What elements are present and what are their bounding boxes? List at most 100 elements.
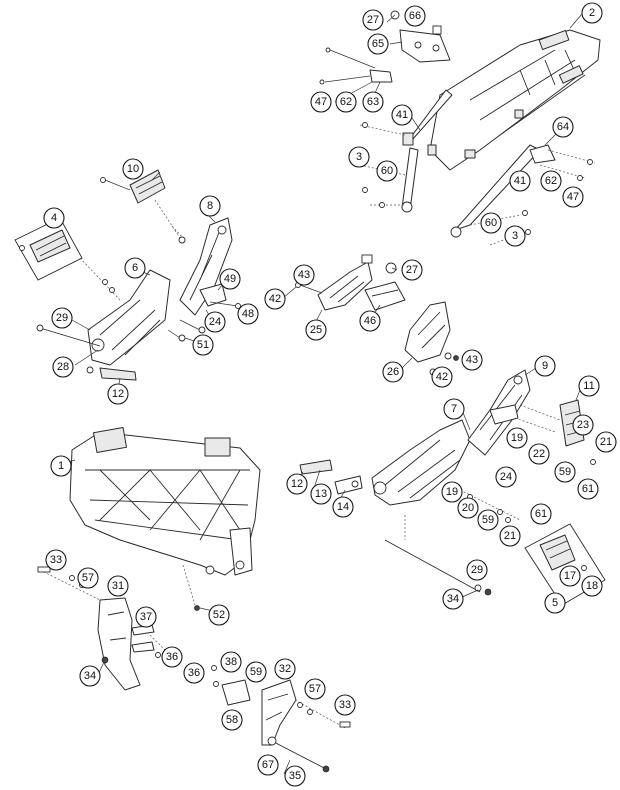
callout-33b[interactable]: 33	[334, 694, 356, 716]
callout-12a[interactable]: 12	[107, 383, 129, 405]
callout-29b[interactable]: 29	[466, 559, 488, 581]
callout-52[interactable]: 52	[208, 604, 230, 626]
callout-41a[interactable]: 41	[391, 104, 413, 126]
svg-text:33: 33	[50, 554, 62, 566]
callout-38[interactable]: 38	[220, 651, 242, 673]
callout-4[interactable]: 4	[43, 207, 65, 229]
svg-text:19: 19	[446, 486, 458, 498]
callout-14[interactable]: 14	[332, 496, 354, 518]
callout-35[interactable]: 35	[284, 765, 306, 787]
callout-9[interactable]: 9	[534, 355, 556, 377]
callout-1[interactable]: 1	[50, 455, 72, 477]
svg-text:34: 34	[84, 670, 96, 682]
svg-text:7: 7	[451, 403, 457, 415]
callout-3a[interactable]: 3	[348, 146, 370, 168]
svg-text:2: 2	[589, 7, 595, 19]
callout-41b[interactable]: 41	[509, 170, 531, 192]
callout-61b[interactable]: 61	[530, 503, 552, 525]
svg-text:29: 29	[56, 312, 68, 324]
callout-28[interactable]: 28	[52, 356, 74, 378]
callout-42a[interactable]: 42	[264, 288, 286, 310]
callout-5[interactable]: 5	[544, 592, 566, 614]
callout-23[interactable]: 23	[572, 414, 594, 436]
callout-36b[interactable]: 36	[183, 662, 205, 684]
callout-47b[interactable]: 47	[562, 186, 584, 208]
callout-33a[interactable]: 33	[45, 549, 67, 571]
callout-66[interactable]: 66	[404, 5, 426, 27]
callout-57b[interactable]: 57	[304, 678, 326, 700]
callout-3b[interactable]: 3	[504, 225, 526, 247]
callout-64[interactable]: 64	[552, 116, 574, 138]
callout-59c[interactable]: 59	[245, 661, 267, 683]
svg-text:12: 12	[291, 478, 303, 490]
callout-62b[interactable]: 62	[540, 170, 562, 192]
svg-text:20: 20	[462, 502, 474, 514]
callout-48[interactable]: 48	[237, 303, 259, 325]
callout-47a[interactable]: 47	[310, 91, 332, 113]
callout-43a[interactable]: 43	[293, 264, 315, 286]
callout-51[interactable]: 51	[192, 334, 214, 356]
svg-text:3: 3	[512, 230, 518, 242]
callout-26[interactable]: 26	[382, 361, 404, 383]
svg-text:33: 33	[339, 699, 351, 711]
callout-20[interactable]: 20	[457, 497, 479, 519]
callout-13[interactable]: 13	[310, 483, 332, 505]
callout-37[interactable]: 37	[135, 606, 157, 628]
svg-text:25: 25	[310, 324, 322, 336]
callout-24a[interactable]: 24	[204, 311, 226, 333]
callout-49[interactable]: 49	[219, 268, 241, 290]
callout-32[interactable]: 32	[274, 658, 296, 680]
callout-8[interactable]: 8	[199, 195, 221, 217]
callout-12b[interactable]: 12	[286, 473, 308, 495]
callout-7[interactable]: 7	[443, 398, 465, 420]
callout-27a[interactable]: 27	[362, 9, 384, 31]
callout-59a[interactable]: 59	[554, 461, 576, 483]
svg-text:60: 60	[485, 217, 497, 229]
callout-10[interactable]: 10	[122, 158, 144, 180]
callouts: 27 66 65 2 47 62 63 41 64 3 60 41 62 47 …	[43, 2, 617, 787]
callout-17[interactable]: 17	[559, 565, 581, 587]
callout-61a[interactable]: 61	[577, 478, 599, 500]
callout-58[interactable]: 58	[221, 709, 243, 731]
callout-65[interactable]: 65	[367, 33, 389, 55]
svg-text:31: 31	[112, 580, 124, 592]
callout-43b[interactable]: 43	[461, 349, 483, 371]
callout-24b[interactable]: 24	[495, 466, 517, 488]
callout-18[interactable]: 18	[581, 575, 603, 597]
svg-text:43: 43	[466, 354, 478, 366]
svg-text:5: 5	[552, 597, 558, 609]
callout-62a[interactable]: 62	[335, 91, 357, 113]
svg-text:66: 66	[409, 10, 421, 22]
callout-42b[interactable]: 42	[431, 366, 453, 388]
svg-text:9: 9	[542, 360, 548, 372]
callout-34b[interactable]: 34	[79, 665, 101, 687]
callout-19a[interactable]: 19	[506, 427, 528, 449]
callout-21b[interactable]: 21	[499, 525, 521, 547]
callout-63[interactable]: 63	[362, 91, 384, 113]
callout-46[interactable]: 46	[359, 310, 381, 332]
callout-57a[interactable]: 57	[77, 567, 99, 589]
callout-11[interactable]: 11	[578, 375, 600, 397]
callout-60a[interactable]: 60	[376, 160, 398, 182]
svg-text:52: 52	[213, 609, 225, 621]
svg-text:36: 36	[166, 651, 178, 663]
callout-67[interactable]: 67	[257, 754, 279, 776]
svg-text:42: 42	[436, 371, 448, 383]
callout-22[interactable]: 22	[528, 443, 550, 465]
callout-31[interactable]: 31	[107, 575, 129, 597]
callout-27b[interactable]: 27	[401, 259, 423, 281]
svg-text:24: 24	[500, 471, 512, 483]
callout-29a[interactable]: 29	[51, 307, 73, 329]
callout-59b[interactable]: 59	[477, 509, 499, 531]
svg-text:37: 37	[140, 611, 152, 623]
svg-text:43: 43	[298, 269, 310, 281]
callout-34a[interactable]: 34	[442, 588, 464, 610]
callout-21a[interactable]: 21	[595, 431, 617, 453]
callout-2[interactable]: 2	[581, 2, 603, 24]
callout-6[interactable]: 6	[124, 257, 146, 279]
callout-19b[interactable]: 19	[441, 481, 463, 503]
callout-36a[interactable]: 36	[161, 646, 183, 668]
svg-text:60: 60	[381, 165, 393, 177]
callout-60b[interactable]: 60	[480, 212, 502, 234]
callout-25[interactable]: 25	[305, 319, 327, 341]
